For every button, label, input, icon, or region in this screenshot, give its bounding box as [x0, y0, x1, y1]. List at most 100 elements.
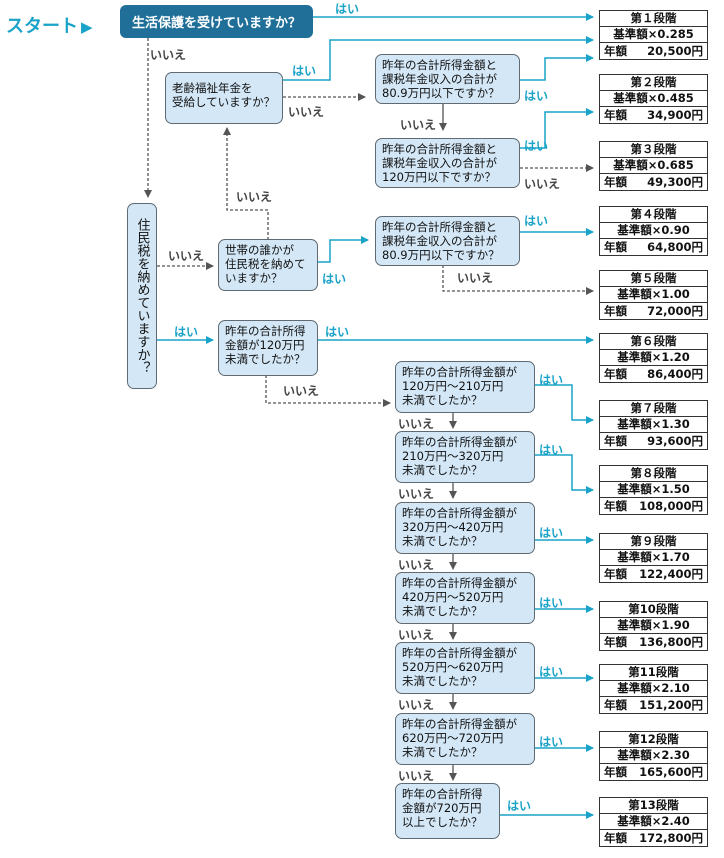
question-range-6: 昨年の合計所得金額が 620万円～720万円 未満でしたか？: [395, 713, 535, 765]
stage-rate: 基準額×1.00: [600, 287, 707, 303]
question-resident: 住民税を納めていますか？: [127, 203, 157, 389]
annual-label: 年額: [604, 44, 627, 58]
yes-label-range-5: はい: [539, 665, 564, 679]
stage-amount: 122,400円: [639, 567, 703, 581]
no-label-range-6: いいえ: [398, 769, 435, 783]
no-label-pension: いいえ: [288, 105, 325, 119]
stage-amount: 172,800円: [639, 831, 703, 845]
stage-rate: 基準額×1.70: [600, 550, 707, 566]
no-label-income-c: いいえ: [457, 271, 494, 285]
question-income-b: 昨年の合計所得金額と 課税年金収入の合計が 120万円以下ですか？: [375, 138, 520, 188]
yes-label-range-1: はい: [539, 373, 564, 387]
annual-label: 年額: [604, 367, 627, 381]
stage-title: 第６段階: [600, 334, 707, 350]
question-range-1: 昨年の合計所得金額が 120万円～210万円 未満でしたか？: [395, 361, 535, 413]
stage-title: 第９段階: [600, 534, 707, 550]
no-label-income-b: いいえ: [524, 177, 561, 191]
stage-rate: 基準額×2.30: [600, 748, 707, 764]
stage-rate: 基準額×1.50: [600, 482, 707, 498]
result-stage-9: 第９段階 基準額×1.70 年額 122,400円: [599, 533, 708, 583]
annual-label: 年額: [604, 108, 627, 122]
annual-label: 年額: [604, 698, 627, 712]
yes-label-income-c: はい: [524, 214, 549, 228]
stage-title: 第８段階: [600, 466, 707, 482]
question-under-120: 昨年の合計所得 金額が120万円 未満でしたか？: [218, 320, 318, 376]
no-line-under120: [265, 375, 391, 407]
stage-title: 第２段階: [600, 75, 707, 91]
question-range-4: 昨年の合計所得金額が 420万円～520万円 未満でしたか？: [395, 572, 535, 624]
yes-line-income-a: [520, 54, 594, 81]
stage-amount: 72,000円: [647, 304, 703, 318]
question-range-7: 昨年の合計所得 金額が720万円 以上でしたか？: [395, 783, 500, 839]
no-label-income-a: いいえ: [400, 118, 437, 132]
annual-label: 年額: [604, 434, 627, 448]
yes-label-pension: はい: [292, 64, 317, 78]
stage-title: 第11段階: [600, 665, 707, 681]
stage-rate: 基準額×1.90: [600, 618, 707, 634]
stage-title: 第４段階: [600, 207, 707, 223]
yes-label-income-a: はい: [524, 89, 549, 103]
yes-label-range-4: はい: [539, 596, 564, 610]
yes-line-household: [318, 236, 369, 263]
stage-title: 第７段階: [600, 401, 707, 417]
question-range-2: 昨年の合計所得金額が 210万円～320万円 未満でしたか？: [395, 431, 535, 483]
yes-label-welfare: はい: [335, 2, 360, 16]
stage-amount: 49,300円: [647, 175, 703, 189]
stage-amount: 86,400円: [647, 367, 703, 381]
stage-title: 第12段階: [600, 732, 707, 748]
yes-label-range-2: はい: [539, 443, 564, 457]
stage-amount: 64,800円: [647, 240, 703, 254]
result-stage-5: 第５段階 基準額×1.00 年額 72,000円: [599, 270, 708, 320]
question-pension: 老齢福祉年金を 受給していますか？: [165, 72, 283, 124]
question-range-5: 昨年の合計所得金額が 520万円～620万円 未満でしたか？: [395, 642, 535, 694]
stage-amount: 34,900円: [647, 108, 703, 122]
yes-label-under120: はい: [325, 325, 350, 339]
no-label-resident: いいえ: [168, 249, 205, 263]
stage-rate: 基準額×1.30: [600, 417, 707, 433]
result-stage-6: 第６段階 基準額×1.20 年額 86,400円: [599, 333, 708, 383]
no-label-range-2: いいえ: [398, 487, 435, 501]
annual-label: 年額: [604, 765, 627, 779]
yes-label-household: はい: [322, 272, 347, 286]
yes-label-range-3: はい: [539, 526, 564, 540]
stage-rate: 基準額×2.40: [600, 814, 707, 830]
question-income-c: 昨年の合計所得金額と 課税年金収入の合計が 80.9万円以下ですか？: [375, 216, 520, 266]
stage-title: 第１段階: [600, 11, 707, 27]
yes-line-income-b: [520, 108, 594, 149]
result-stage-7: 第７段階 基準額×1.30 年額 93,600円: [599, 400, 708, 450]
question-household: 世帯の誰かが 住民税を納めて いますか？: [218, 239, 318, 291]
question-welfare: 生活保護を受けていますか？: [120, 5, 313, 38]
annual-label: 年額: [604, 635, 627, 649]
stage-amount: 165,600円: [639, 765, 703, 779]
no-line-income-c: [442, 265, 594, 295]
stage-amount: 136,800円: [639, 635, 703, 649]
annual-label: 年額: [604, 304, 627, 318]
no-line-household: [223, 127, 269, 240]
question-income-a: 昨年の合計所得金額と 課税年金収入の合計が 80.9万円以下ですか？: [375, 54, 520, 104]
annual-label: 年額: [604, 240, 627, 254]
yes-line-range-2: [535, 454, 594, 494]
stage-title: 第３段階: [600, 142, 707, 158]
stage-amount: 108,000円: [639, 499, 703, 513]
stage-rate: 基準額×0.685: [600, 158, 707, 174]
stage-rate: 基準額×0.285: [600, 27, 707, 43]
stage-rate: 基準額×1.20: [600, 350, 707, 366]
stage-amount: 93,600円: [647, 434, 703, 448]
no-label-under120: いいえ: [283, 384, 320, 398]
yes-label-income-b: はい: [524, 139, 549, 153]
annual-label: 年額: [604, 567, 627, 581]
stage-title: 第５段階: [600, 271, 707, 287]
stage-rate: 基準額×2.10: [600, 681, 707, 697]
yes-label-range-7: はい: [507, 799, 532, 813]
no-label-range-4: いいえ: [398, 628, 435, 642]
annual-label: 年額: [604, 831, 627, 845]
